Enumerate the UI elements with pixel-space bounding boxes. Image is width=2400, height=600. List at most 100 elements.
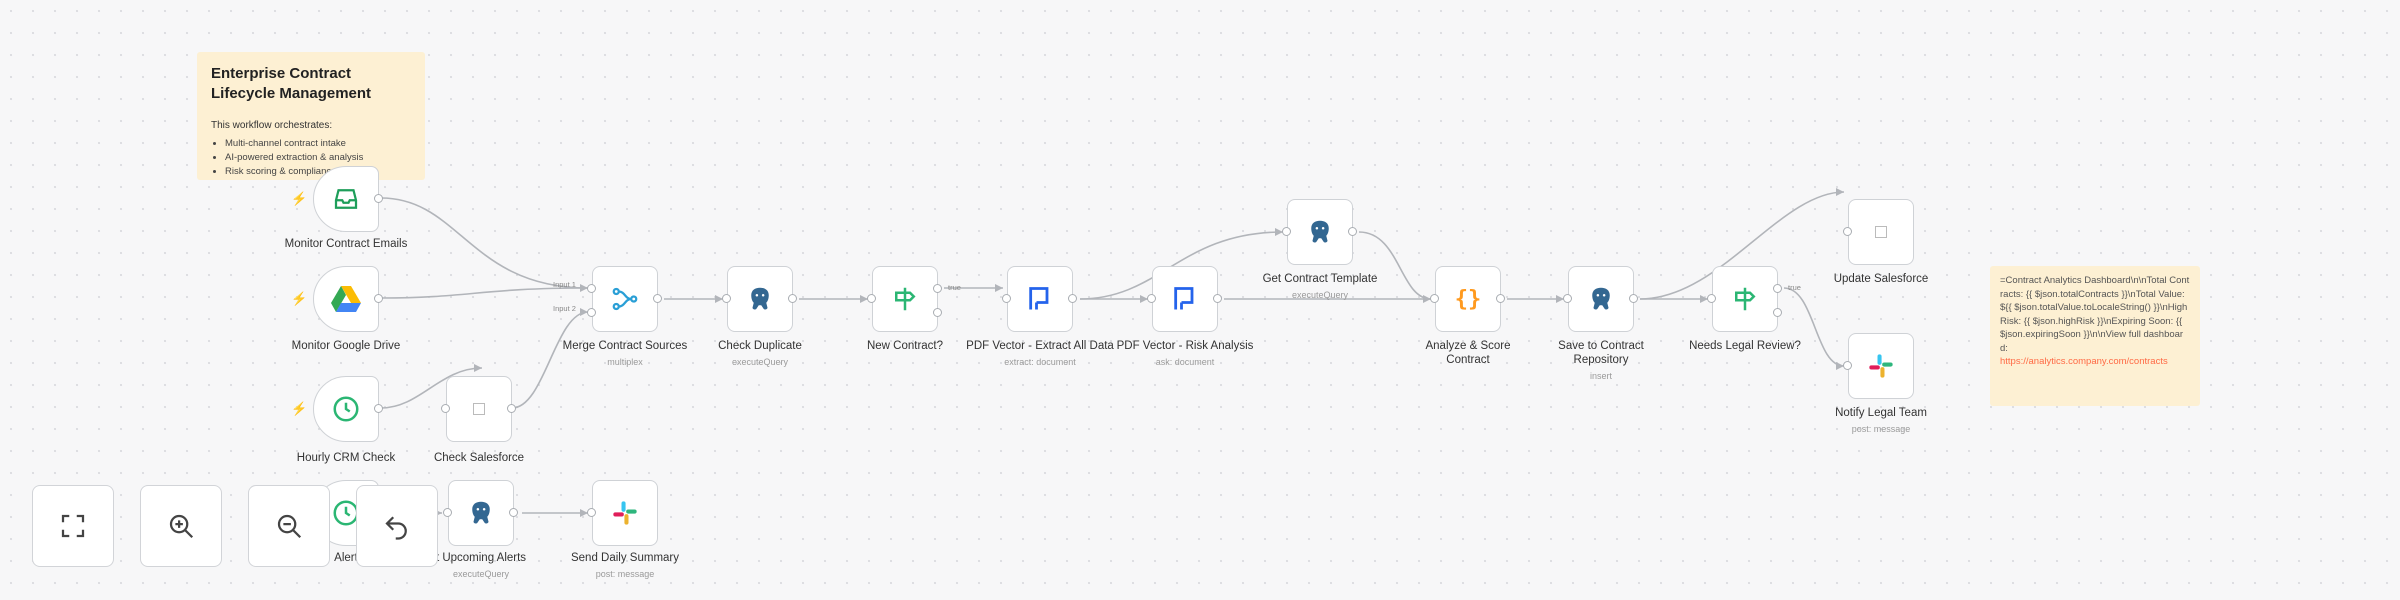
if-icon <box>895 287 916 311</box>
output-port[interactable] <box>374 404 383 413</box>
if-icon <box>1735 287 1756 311</box>
node-label-text: Send Daily Summary <box>570 552 679 564</box>
output-port[interactable] <box>788 294 797 303</box>
node-monitor-google-drive[interactable] <box>313 266 379 332</box>
output-port[interactable] <box>509 508 518 517</box>
node-subtitle: executeQuery <box>731 357 789 367</box>
node-pdf-vector-risk[interactable] <box>1152 266 1218 332</box>
node-new-contract[interactable] <box>872 266 938 332</box>
input-2-label: Input 2 <box>553 304 576 313</box>
postgres-icon <box>1311 220 1329 243</box>
input-port[interactable] <box>722 294 731 303</box>
input-port[interactable] <box>441 404 450 413</box>
node-subtitle: post: message <box>1851 424 1911 434</box>
input-port[interactable] <box>1843 361 1852 370</box>
undo-icon <box>385 516 407 540</box>
output-port[interactable] <box>507 404 516 413</box>
postgres-icon <box>472 501 490 524</box>
node-label: Analyze & Score Contract <box>1425 340 1511 366</box>
output-port-true[interactable] <box>1773 284 1782 293</box>
input-port[interactable] <box>1147 294 1156 303</box>
sticky-intro: This workflow orchestrates: <box>211 120 333 131</box>
node-check-duplicate[interactable] <box>727 266 793 332</box>
input-port-1[interactable] <box>587 284 596 293</box>
slack-icon <box>1869 354 1893 378</box>
input-port[interactable] <box>443 508 452 517</box>
output-port[interactable] <box>1213 294 1222 303</box>
pdf-vector-icon <box>1174 287 1194 310</box>
inbox-icon <box>334 189 358 209</box>
node-hourly-crm-check[interactable] <box>313 376 379 442</box>
clock-icon <box>333 396 359 422</box>
node-needs-legal-review[interactable] <box>1712 266 1778 332</box>
analytics-text: =Contract Analytics Dashboard\n\nTotal C… <box>2000 275 2190 354</box>
google-drive-icon <box>331 286 361 312</box>
node-subtitle: post: message <box>595 569 655 579</box>
node-save-contract-repository[interactable] <box>1568 266 1634 332</box>
zoom-out-button[interactable] <box>248 485 330 567</box>
zoom-in-button[interactable] <box>140 485 222 567</box>
node-label-text: Save to Contract Repository <box>1558 340 1644 366</box>
node-update-salesforce[interactable] <box>1848 199 1914 265</box>
node-label-text: Get Contract Template <box>1262 273 1378 285</box>
input-port[interactable] <box>1430 294 1439 303</box>
fit-view-icon <box>61 514 85 538</box>
node-label: Send Daily Summary post: message <box>530 551 720 581</box>
broken-image-icon <box>1875 226 1887 238</box>
node-label: Alert <box>334 552 358 564</box>
fit-view-button[interactable] <box>32 485 114 567</box>
input-port[interactable] <box>1282 227 1291 236</box>
input-port-2[interactable] <box>587 308 596 317</box>
analytics-link[interactable]: https://analytics.company.com/contracts <box>2000 356 2168 367</box>
input-port[interactable] <box>1707 294 1716 303</box>
node-analyze-score-contract[interactable]: {} <box>1435 266 1501 332</box>
output-port[interactable] <box>374 294 383 303</box>
code-icon: {} <box>1454 286 1482 312</box>
node-pdf-vector-extract[interactable] <box>1007 266 1073 332</box>
node-subtitle: extract: document <box>1004 357 1076 367</box>
trigger-bolt-icon: ⚡ <box>291 291 308 306</box>
node-monitor-contract-emails[interactable] <box>313 166 379 232</box>
node-label-text: PDF Vector - Risk Analysis <box>1116 340 1254 352</box>
output-port[interactable] <box>374 194 383 203</box>
input-port[interactable] <box>1843 227 1852 236</box>
output-port-false[interactable] <box>933 308 942 317</box>
node-send-daily-summary[interactable] <box>592 480 658 546</box>
true-label: true <box>1788 283 1801 292</box>
node-label: Get Contract Template executeQuery <box>1225 272 1415 302</box>
input-port[interactable] <box>1002 294 1011 303</box>
slack-icon <box>613 501 637 525</box>
node-label: Check Salesforce <box>433 452 525 464</box>
undo-button[interactable] <box>356 485 438 567</box>
node-subtitle: multiplex <box>607 357 643 367</box>
node-get-contract-template[interactable] <box>1287 199 1353 265</box>
output-port-true[interactable] <box>933 284 942 293</box>
node-label-text: t Upcoming Alerts <box>435 552 527 564</box>
output-port[interactable] <box>1348 227 1357 236</box>
output-port-false[interactable] <box>1773 308 1782 317</box>
output-port[interactable] <box>1496 294 1505 303</box>
sticky-note-main[interactable]: Enterprise Contract Lifecycle Management… <box>197 52 425 180</box>
input-port[interactable] <box>867 294 876 303</box>
sticky-note-analytics[interactable]: =Contract Analytics Dashboard\n\nTotal C… <box>1990 266 2200 406</box>
pdf-vector-icon <box>1029 287 1049 310</box>
output-port[interactable] <box>653 294 662 303</box>
output-port[interactable] <box>1068 294 1077 303</box>
output-port[interactable] <box>1629 294 1638 303</box>
node-check-salesforce[interactable] <box>446 376 512 442</box>
node-label: Monitor Google Drive <box>291 340 401 352</box>
input-port[interactable] <box>1563 294 1572 303</box>
node-notify-legal-team[interactable] <box>1848 333 1914 399</box>
sticky-bullet: AI-powered extraction & analysis <box>225 151 411 165</box>
node-get-upcoming-alerts[interactable] <box>448 480 514 546</box>
node-merge-contract-sources[interactable] <box>592 266 658 332</box>
node-subtitle: executeQuery <box>1291 290 1349 300</box>
input-port[interactable] <box>587 508 596 517</box>
node-subtitle: executeQuery <box>452 569 510 579</box>
true-label: true <box>948 283 961 292</box>
postgres-icon <box>1592 287 1610 310</box>
